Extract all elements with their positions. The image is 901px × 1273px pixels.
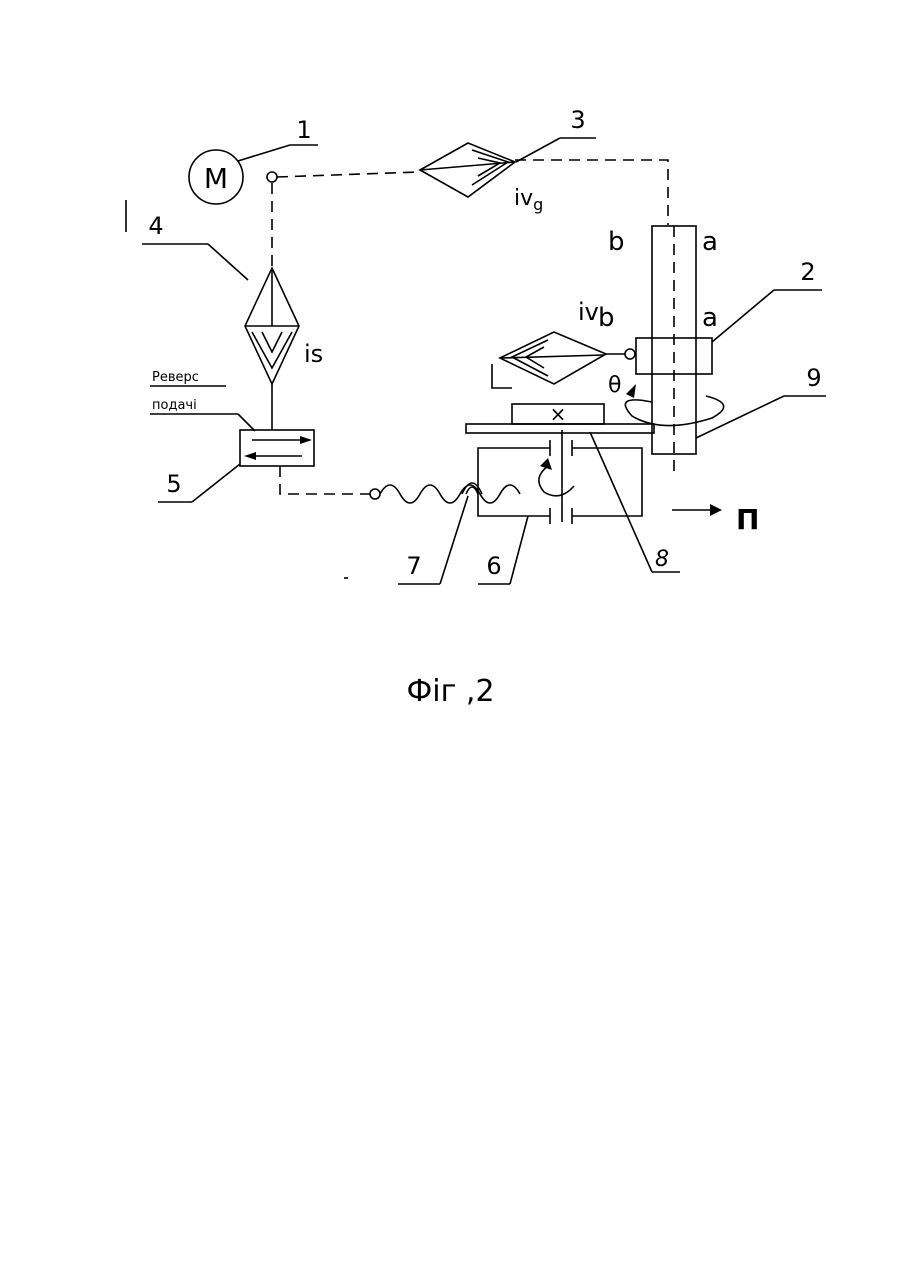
leader-3 (516, 138, 560, 162)
spindle-9 (625, 226, 723, 478)
label-2: 2 (800, 258, 815, 286)
motor-label: M (204, 162, 228, 195)
leader-6 (510, 516, 528, 584)
gear-box-4 (245, 268, 299, 384)
center-mark: × (550, 402, 567, 426)
label-b-mid: b (598, 303, 615, 333)
label-feed: П (736, 503, 759, 536)
shaft-gear3-to-spindle (515, 160, 668, 225)
gear-box-3 (420, 143, 515, 197)
label-8: 8 (655, 547, 669, 572)
motor: M (189, 150, 277, 204)
reverse-label-2: подачі (152, 398, 197, 413)
label-a-top: a (702, 227, 718, 257)
label-5: 5 (166, 470, 181, 498)
lead-screw-7 (380, 485, 520, 503)
label-7: 7 (406, 552, 421, 580)
label-theta: θ (608, 373, 621, 398)
label-b-top: b (608, 227, 625, 257)
label-ivg: ivg (514, 186, 543, 214)
label-3: 3 (570, 106, 585, 134)
carriage-6 (478, 430, 642, 524)
figure-caption: Фіг ,2 (0, 674, 901, 709)
label-a-mid: a (702, 303, 718, 333)
shaft-reverse-to-screw (280, 466, 370, 494)
leader-7 (440, 496, 468, 584)
leader-9 (696, 396, 784, 438)
label-6: 6 (486, 552, 501, 580)
reverse-box-5 (240, 430, 314, 466)
leader-1 (238, 145, 290, 161)
label-is: is (304, 340, 323, 368)
reverse-label-1: Реверс (152, 370, 199, 385)
shaft-motor-to-gear3 (277, 172, 420, 177)
leader-4 (208, 244, 248, 280)
leader-5 (192, 464, 240, 502)
label-1: 1 (296, 116, 311, 144)
label-iv: iv (578, 298, 599, 326)
leader-2 (712, 290, 774, 342)
label-9: 9 (806, 364, 821, 392)
label-4: 4 (148, 212, 163, 240)
